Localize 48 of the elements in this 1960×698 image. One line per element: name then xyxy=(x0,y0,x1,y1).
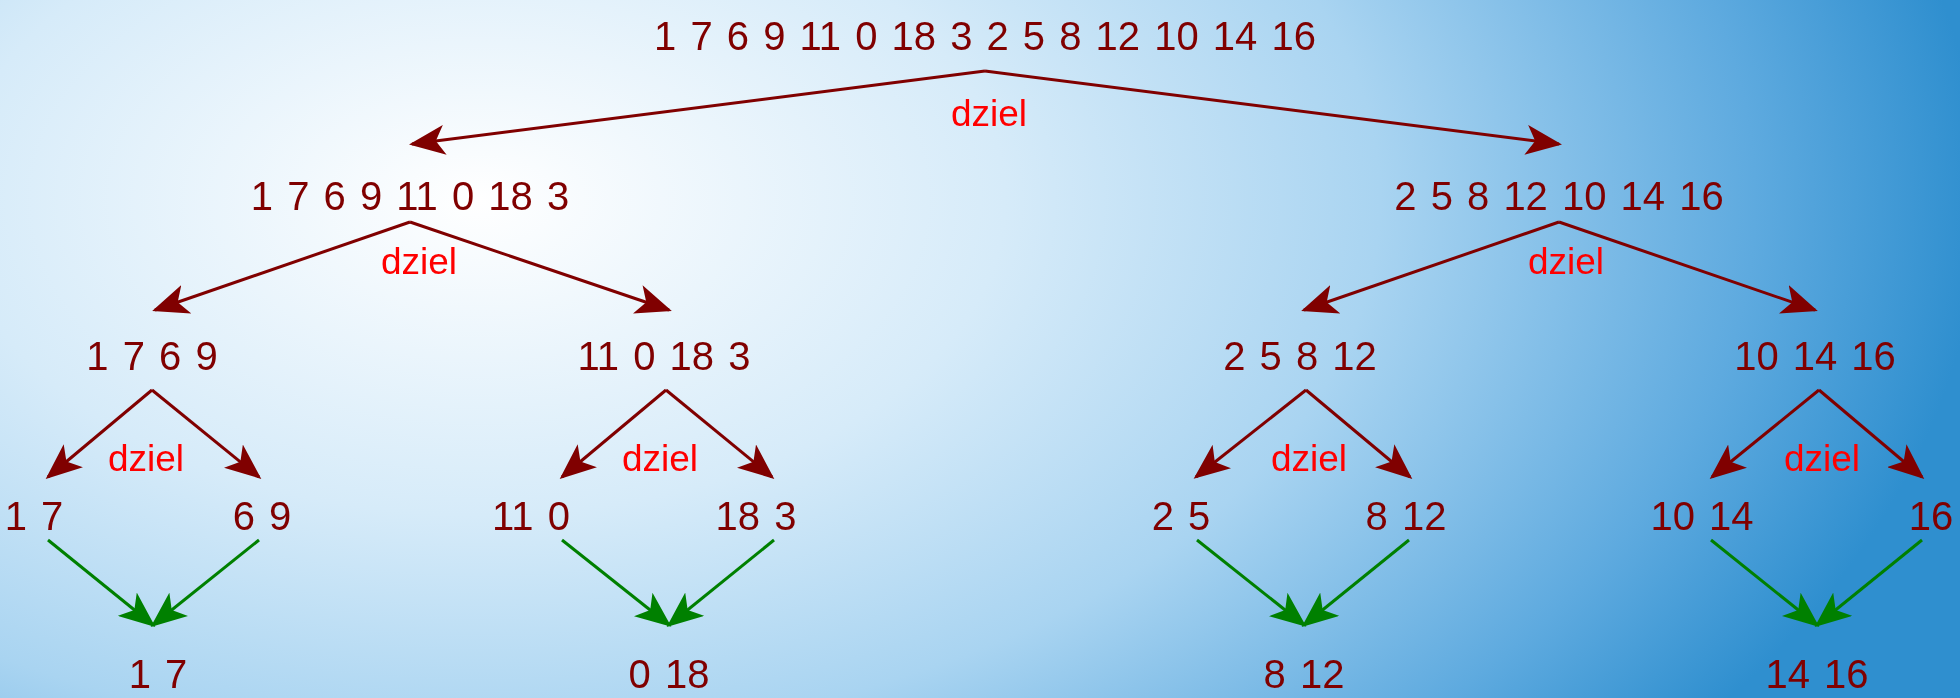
split-label: dziel xyxy=(1527,242,1605,282)
arrow xyxy=(150,538,260,627)
split-label: dziel xyxy=(380,242,458,282)
number-sequence: 2 5 8 12 xyxy=(1223,334,1377,378)
number-sequence: 10 14 xyxy=(1650,494,1754,538)
arrow xyxy=(666,538,775,627)
number-sequence: 1 7 6 9 11 0 18 3 xyxy=(250,174,570,218)
number-sequence: 2 5 xyxy=(1151,494,1211,538)
arrow xyxy=(559,388,667,479)
number-sequence: 8 12 xyxy=(1263,652,1345,696)
arrow xyxy=(665,388,775,479)
arrow xyxy=(1305,388,1413,479)
number-sequence: 1 7 xyxy=(128,652,188,696)
arrow xyxy=(1196,538,1307,627)
number-sequence: 16 xyxy=(1908,494,1954,538)
number-sequence: 11 0 xyxy=(492,494,570,538)
number-sequence: 6 9 xyxy=(232,494,292,538)
number-sequence: 1 7 6 9 11 0 18 3 2 5 8 12 10 14 16 xyxy=(654,14,1316,58)
number-sequence: 11 0 18 3 xyxy=(577,334,751,378)
arrow xyxy=(152,220,411,314)
split-label: dziel xyxy=(1270,439,1348,479)
arrow xyxy=(47,538,156,627)
arrow xyxy=(1558,220,1818,314)
split-label: dziel xyxy=(1783,439,1861,479)
arrow xyxy=(1193,388,1307,479)
number-sequence: 0 18 xyxy=(628,652,710,696)
number-sequence: 2 5 8 12 10 14 16 xyxy=(1394,174,1724,218)
arrow xyxy=(1709,388,1820,479)
arrow xyxy=(1301,220,1560,314)
arrow xyxy=(561,538,672,627)
arrow xyxy=(151,388,262,479)
number-sequence: 8 12 xyxy=(1365,494,1447,538)
split-label: dziel xyxy=(950,94,1028,134)
arrow xyxy=(45,388,153,479)
number-sequence: 18 3 xyxy=(715,494,797,538)
split-label: dziel xyxy=(621,439,699,479)
number-sequence: 10 14 16 xyxy=(1734,334,1896,378)
number-sequence: 1 7 6 9 xyxy=(86,334,218,378)
arrow xyxy=(1814,538,1923,627)
number-sequence: 14 16 xyxy=(1765,652,1869,696)
arrow xyxy=(1710,538,1820,627)
split-label: dziel xyxy=(107,439,185,479)
number-sequence: 1 7 xyxy=(4,494,64,538)
arrow xyxy=(409,220,672,314)
arrow xyxy=(1301,538,1410,627)
arrow xyxy=(409,69,986,155)
arrow xyxy=(984,69,1562,155)
arrow xyxy=(1818,388,1925,479)
